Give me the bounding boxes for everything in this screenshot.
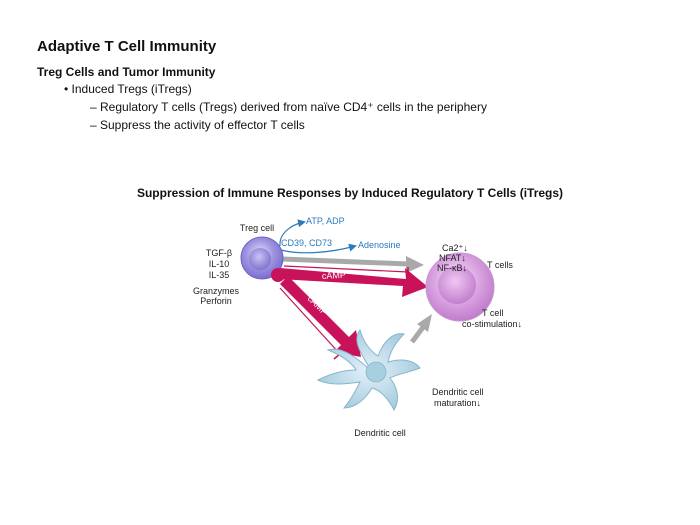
treg-cell-label: Treg cell xyxy=(240,223,274,233)
bullet-induced-tregs: • Induced Tregs (iTregs) xyxy=(64,82,192,96)
gray-arrow-dc-to-t-cell xyxy=(410,314,432,344)
t-cell-costim-label-1: T cell xyxy=(482,308,503,318)
nfat-label: NFAT↓ xyxy=(439,253,466,263)
il35-label: IL-35 xyxy=(209,270,230,280)
dendritic-cell-label: Dendritic cell xyxy=(354,428,406,438)
t-cell xyxy=(425,252,495,322)
atp-adp-label: ATP, ADP xyxy=(306,216,345,226)
t-cells-label: T cells xyxy=(487,260,513,270)
dc-maturation-label-1: Dendritic cell xyxy=(432,387,484,397)
sub-bullet-suppression: – Suppress the activity of effector T ce… xyxy=(90,118,305,132)
nfkb-label: NF-κB↓ xyxy=(437,263,467,273)
camp-arrow-to-t-cell xyxy=(278,268,428,297)
il10-label: IL-10 xyxy=(209,259,230,269)
cd39-cd73-label: CD39, CD73 xyxy=(281,238,332,248)
granzymes-label: Granzymes xyxy=(193,286,240,296)
t-cell-costim-label-2: co-stimulation↓ xyxy=(462,319,522,329)
slide-title: Adaptive T Cell Immunity xyxy=(37,38,217,55)
camp-arrow-to-dendritic-cell xyxy=(280,276,361,357)
dendritic-cell xyxy=(316,328,421,412)
atp-arrow xyxy=(279,219,306,247)
section-heading: Treg Cells and Tumor Immunity xyxy=(37,65,216,79)
dc-maturation-label-2: maturation↓ xyxy=(434,398,481,408)
treg-cell xyxy=(240,236,285,282)
adenosine-label: Adenosine xyxy=(358,240,401,250)
tgf-beta-label: TGF-β xyxy=(206,248,232,258)
sub-bullet-derivation: – Regulatory T cells (Tregs) derived fro… xyxy=(90,100,487,114)
figure-title: Suppression of Immune Responses by Induc… xyxy=(136,186,564,200)
ca2-label: Ca2⁺↓ xyxy=(442,243,468,253)
adenosine-arrow xyxy=(280,243,357,254)
gray-arrow-to-t-cell xyxy=(281,256,424,273)
perforin-label: Perforin xyxy=(200,296,232,306)
camp-top-label: cAMP xyxy=(322,270,347,281)
